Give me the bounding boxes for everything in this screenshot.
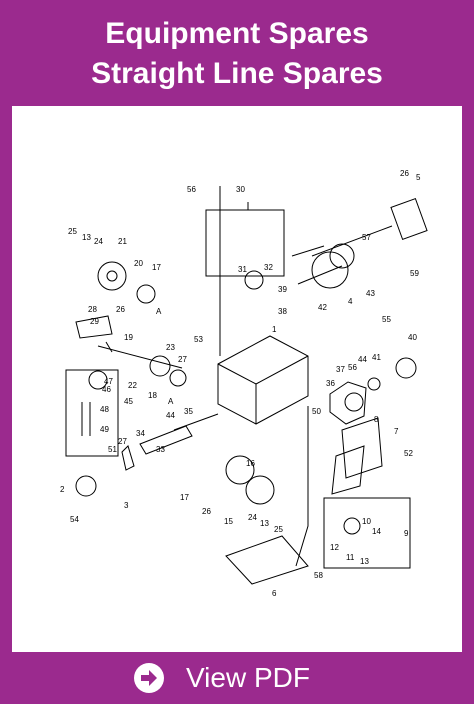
part-label: 17 xyxy=(180,493,189,502)
part-label: 30 xyxy=(236,185,245,194)
part-label: 50 xyxy=(312,407,321,416)
part-label: 27 xyxy=(118,437,127,446)
part-label: 13 xyxy=(260,519,269,528)
part-label: 14 xyxy=(372,527,381,536)
part-label: 8 xyxy=(374,415,379,424)
part-label: 21 xyxy=(118,237,127,246)
part-label: 49 xyxy=(100,425,109,434)
part-label: 51 xyxy=(108,445,117,454)
part-label: 15 xyxy=(224,517,233,526)
view-pdf-button[interactable]: View PDF xyxy=(134,660,310,696)
part-label: A xyxy=(156,307,162,316)
arrow-circle-right-icon xyxy=(134,663,164,693)
part-label: 1 xyxy=(272,325,277,334)
diagram-lines xyxy=(65,186,428,585)
part-label: 53 xyxy=(194,335,203,344)
arrow-right-icon xyxy=(141,670,157,686)
part-label: 24 xyxy=(94,237,103,246)
part-label: 31 xyxy=(238,265,247,274)
part-label: 6 xyxy=(272,589,277,598)
part-label: 25 xyxy=(68,227,77,236)
part-label: 44 xyxy=(358,355,367,364)
part-label: 26 xyxy=(116,305,125,314)
part-label: 36 xyxy=(326,379,335,388)
exploded-parts-diagram: 56 30 26 5 25 13 24 21 20 17 57 59 43 39… xyxy=(60,169,428,598)
part-label: 43 xyxy=(366,289,375,298)
part-label: 13 xyxy=(82,233,91,242)
part-label: 37 xyxy=(336,365,345,374)
part-label: 56 xyxy=(348,363,357,372)
part-label: 19 xyxy=(124,333,133,342)
part-label: 24 xyxy=(248,513,257,522)
part-label: 39 xyxy=(278,285,287,294)
part-label: 41 xyxy=(372,353,381,362)
part-label: 2 xyxy=(60,485,65,494)
part-label: 59 xyxy=(410,269,419,278)
part-label: 3 xyxy=(124,501,129,510)
part-label: 5 xyxy=(416,173,421,182)
part-label: 16 xyxy=(246,459,255,468)
part-label: 45 xyxy=(124,397,133,406)
part-label: 25 xyxy=(274,525,283,534)
part-label: A xyxy=(168,397,174,406)
part-label: 54 xyxy=(70,515,79,524)
part-label: 18 xyxy=(148,391,157,400)
part-label: 33 xyxy=(156,445,165,454)
part-label: 23 xyxy=(166,343,175,352)
part-label: 52 xyxy=(404,449,413,458)
part-label: 35 xyxy=(184,407,193,416)
title-line-1: Equipment Spares xyxy=(105,17,369,50)
part-label: 48 xyxy=(100,405,109,414)
part-number-labels: 56 30 26 5 25 13 24 21 20 17 57 59 43 39… xyxy=(60,169,421,598)
title: Equipment Spares Straight Line Spares xyxy=(0,14,474,94)
part-label: 58 xyxy=(314,571,323,580)
part-label: 11 xyxy=(346,553,355,562)
part-label: 38 xyxy=(278,307,287,316)
part-label: 13 xyxy=(360,557,369,566)
part-label: 22 xyxy=(128,381,137,390)
part-label: 17 xyxy=(152,263,161,272)
part-label: 42 xyxy=(318,303,327,312)
part-label: 56 xyxy=(187,185,196,194)
part-label: 32 xyxy=(264,263,273,272)
part-label: 44 xyxy=(166,411,175,420)
part-label: 9 xyxy=(404,529,409,538)
part-label: 55 xyxy=(382,315,391,324)
part-label: 29 xyxy=(90,317,99,326)
part-label: 47 xyxy=(104,377,113,386)
part-label: 26 xyxy=(202,507,211,516)
part-label: 10 xyxy=(362,517,371,526)
part-label: 28 xyxy=(88,305,97,314)
part-label: 27 xyxy=(178,355,187,364)
title-line-2: Straight Line Spares xyxy=(91,57,383,90)
part-label: 12 xyxy=(330,543,339,552)
part-label: 20 xyxy=(134,259,143,268)
part-label: 34 xyxy=(136,429,145,438)
view-pdf-label: View PDF xyxy=(186,662,310,693)
part-label: 26 xyxy=(400,169,409,178)
part-label: 57 xyxy=(362,233,371,242)
part-label: 46 xyxy=(102,385,111,394)
part-label: 40 xyxy=(408,333,417,342)
part-label: 4 xyxy=(348,297,353,306)
part-label: 7 xyxy=(394,427,399,436)
diagram-frame xyxy=(12,106,462,652)
